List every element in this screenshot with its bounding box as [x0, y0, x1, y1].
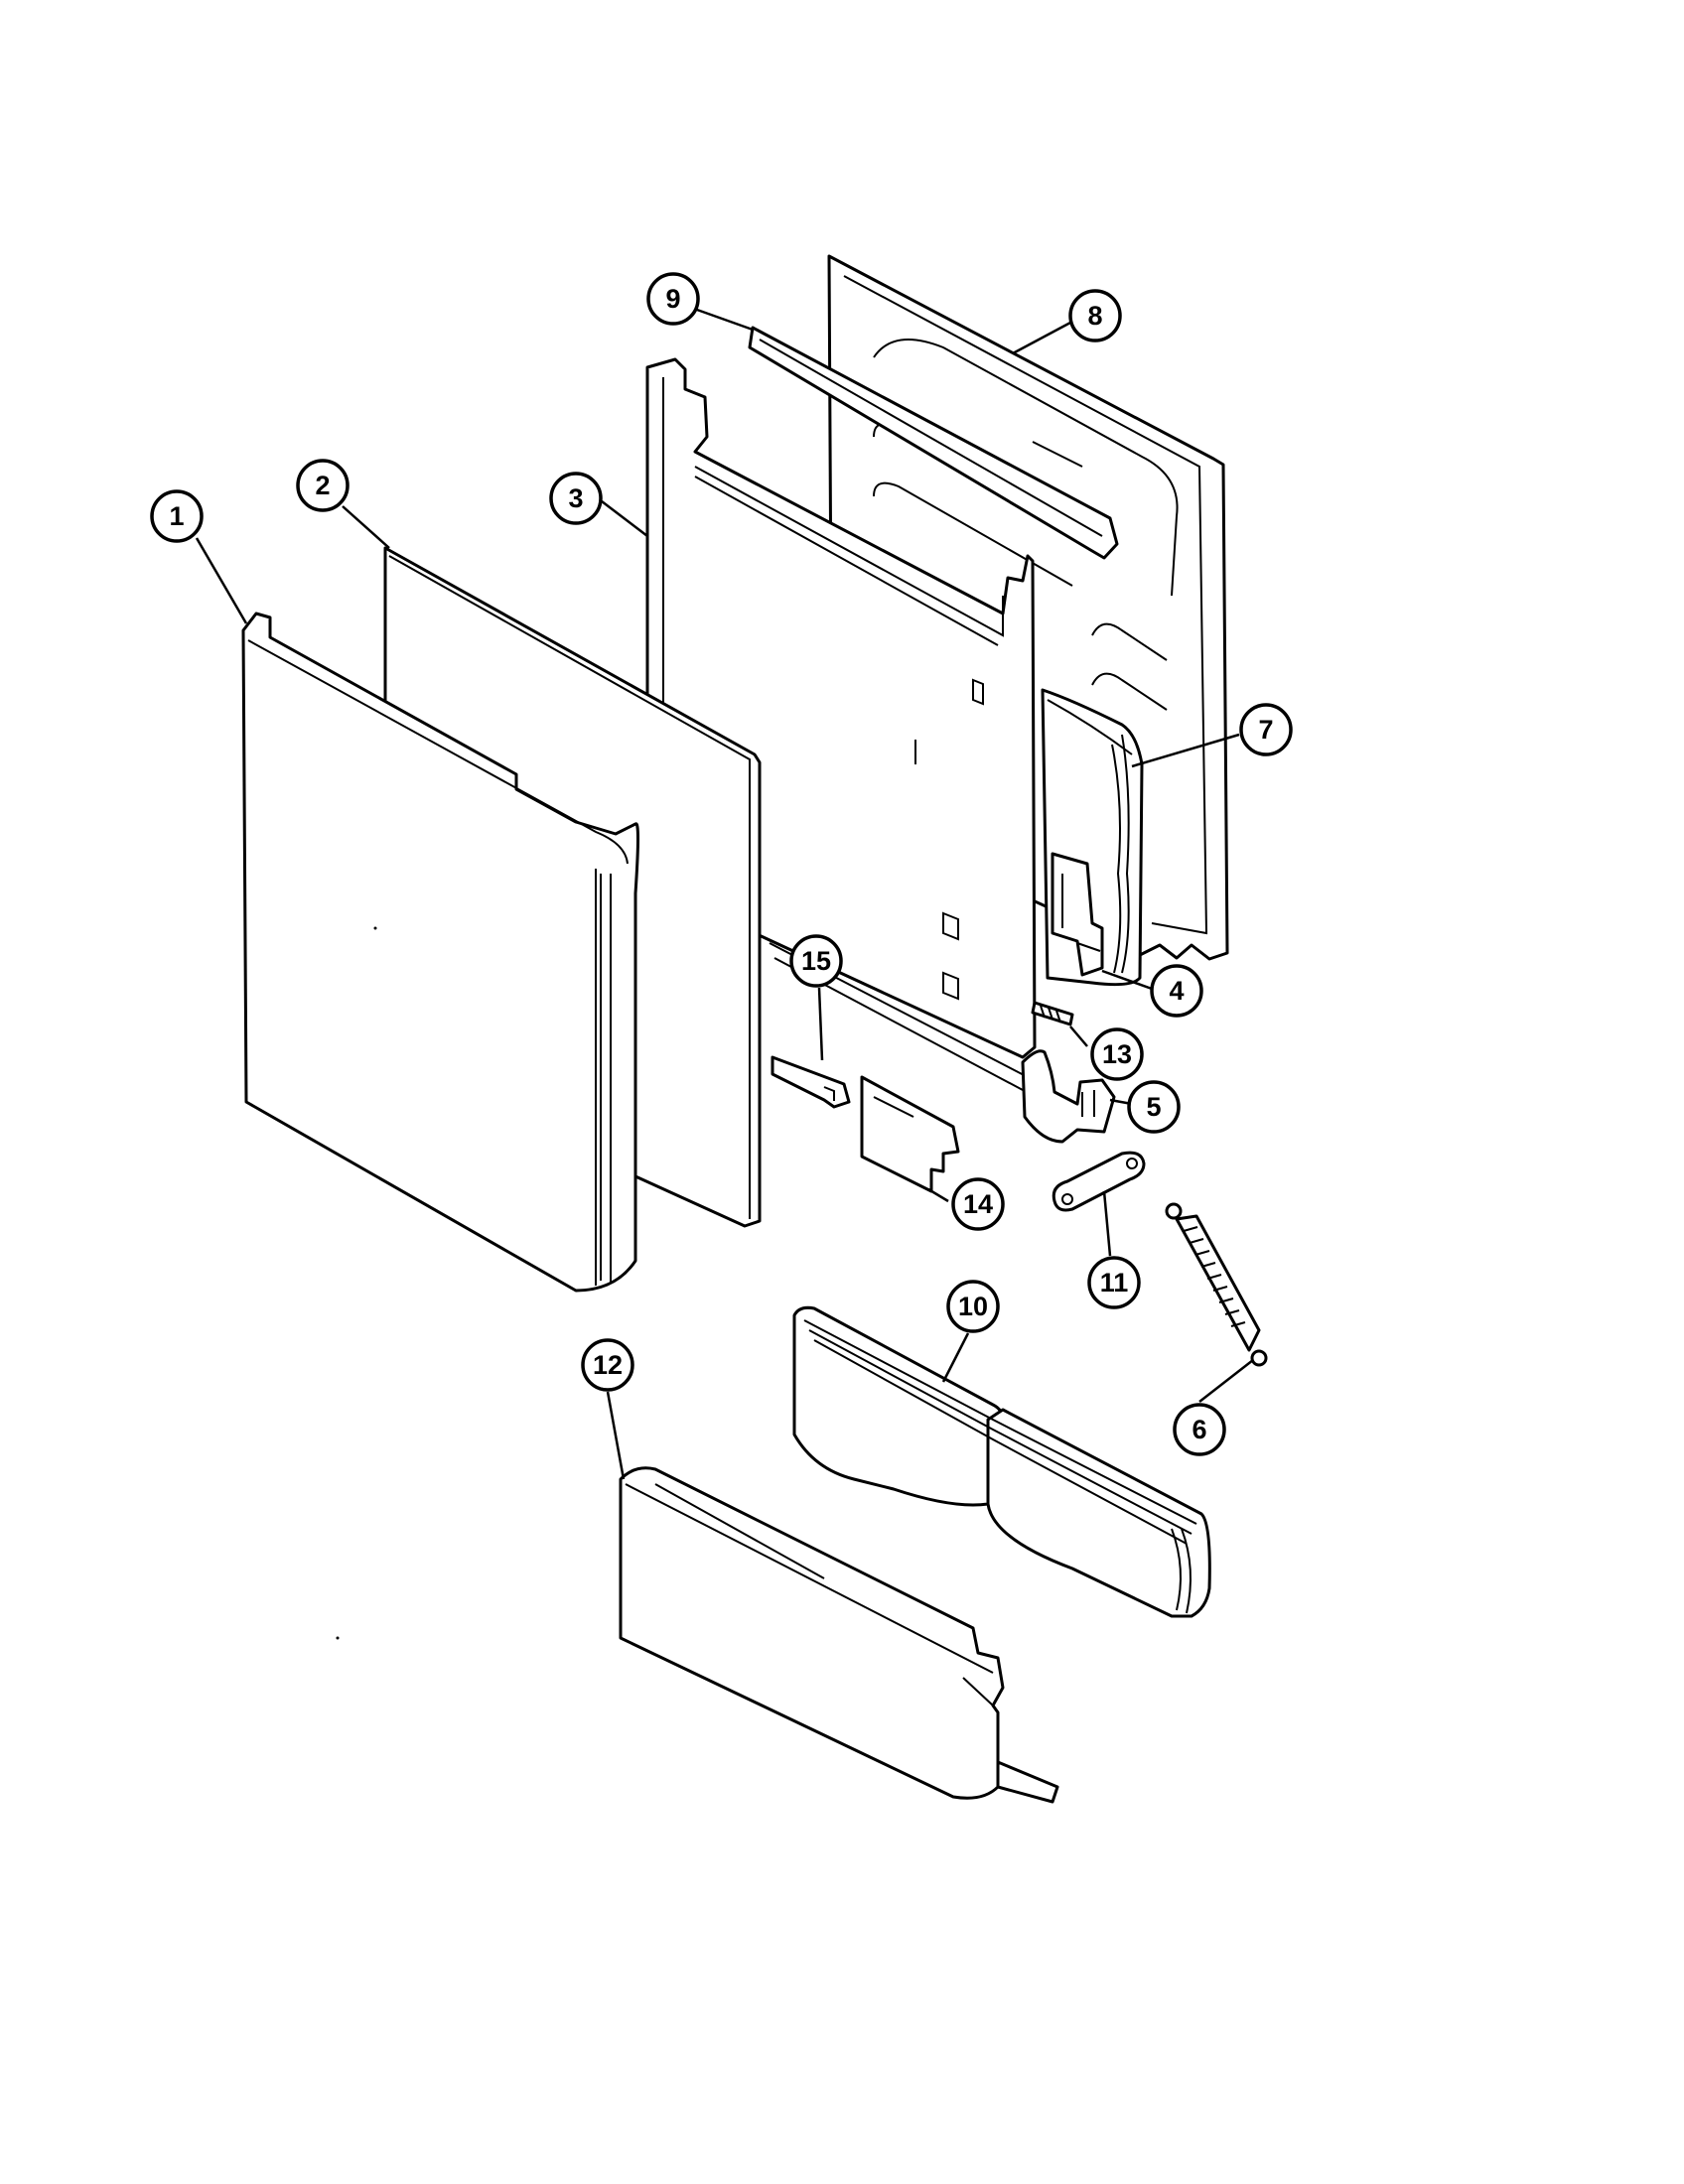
svg-text:2: 2 — [315, 471, 330, 500]
part-11-link-arm — [1052, 1151, 1146, 1212]
svg-text:10: 10 — [958, 1292, 988, 1321]
leader-lines — [195, 308, 1254, 1480]
svg-text:7: 7 — [1258, 715, 1273, 745]
part-15-small-bracket — [771, 1055, 851, 1109]
part-12-kick-plate — [619, 1466, 1059, 1804]
svg-text:3: 3 — [568, 483, 583, 513]
part-10-insulation-blanket — [792, 1305, 1211, 1618]
svg-text:12: 12 — [593, 1350, 623, 1380]
svg-text:1: 1 — [169, 501, 184, 531]
callout-2: 2 — [296, 459, 350, 512]
callout-3: 3 — [549, 472, 603, 525]
callout-14: 14 — [951, 1177, 1005, 1231]
callout-15: 15 — [789, 934, 843, 988]
callout-9: 9 — [646, 272, 700, 326]
part-4-latch-bracket — [1051, 852, 1104, 977]
svg-text:8: 8 — [1087, 301, 1102, 331]
svg-text:11: 11 — [1100, 1268, 1129, 1297]
part-13-spring-clip — [1031, 1001, 1074, 1026]
svg-text:6: 6 — [1192, 1415, 1206, 1444]
svg-text:14: 14 — [963, 1189, 993, 1219]
part-14-mounting-plate — [860, 1075, 960, 1193]
svg-text:5: 5 — [1146, 1092, 1161, 1122]
callout-11: 11 — [1087, 1256, 1141, 1309]
speck — [373, 926, 377, 930]
callout-1: 1 — [150, 489, 204, 543]
part-5-hinge-arm — [1021, 1049, 1116, 1144]
svg-text:9: 9 — [665, 284, 680, 314]
part-1-outer-door-skin — [241, 612, 639, 1293]
svg-text:13: 13 — [1102, 1039, 1132, 1069]
callout-7: 7 — [1239, 703, 1293, 756]
callout-8: 8 — [1068, 289, 1122, 342]
callout-12: 12 — [581, 1338, 634, 1392]
svg-text:15: 15 — [801, 946, 831, 976]
callout-6: 6 — [1173, 1403, 1226, 1456]
callout-10: 10 — [946, 1280, 1000, 1333]
callout-5: 5 — [1127, 1080, 1181, 1134]
part-9-top-trim-bar — [748, 326, 1119, 560]
part-6-spring — [1165, 1202, 1268, 1367]
svg-text:4: 4 — [1169, 976, 1184, 1006]
callout-4: 4 — [1150, 964, 1203, 1018]
speck — [336, 1636, 340, 1640]
callout-13: 13 — [1090, 1027, 1144, 1081]
